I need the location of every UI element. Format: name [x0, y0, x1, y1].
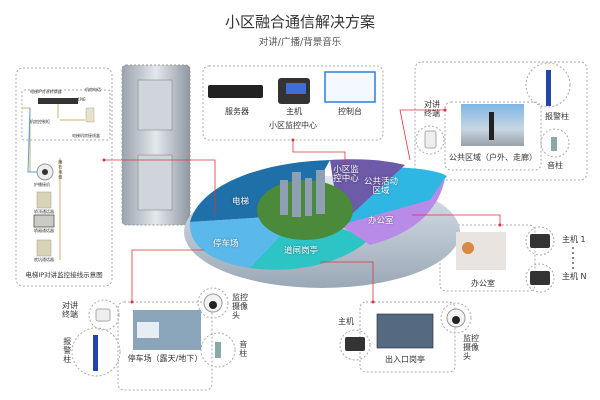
segment-office[interactable]: 办公室	[368, 216, 394, 226]
platform-graphic	[184, 159, 460, 288]
entrance-host-label: 主机	[338, 317, 354, 326]
public-speaker-label: 音柱	[547, 161, 563, 170]
elevator-label: 4PIE	[77, 97, 86, 102]
segment-public[interactable]: 公共活动区域	[363, 177, 398, 197]
elevator-label: 电梯机房接线盒	[72, 133, 100, 138]
elevator-label: 机房控制柜	[30, 119, 50, 124]
parking-terminal-label: 对讲终端	[62, 301, 78, 319]
parking-alarm-label: 报警柱	[62, 337, 72, 364]
parking-speaker-label: 音柱	[238, 340, 248, 358]
segment-elevator[interactable]: 电梯	[232, 197, 250, 207]
elevator-label: 护播接机	[34, 182, 50, 187]
connector-lines	[104, 109, 501, 302]
elevator-panel-caption: 电梯IP对讲监控接线示意图	[25, 271, 103, 279]
public-area-border	[414, 61, 588, 181]
host-last-label: 主机 N	[562, 272, 587, 281]
public-terminal-label: 对讲终端	[424, 100, 440, 118]
control-center-caption: 小区监控中心	[269, 121, 317, 130]
dots-between-hosts	[572, 247, 574, 269]
elevator-label: 随行电缆	[58, 160, 64, 180]
segment-center[interactable]: 小区监控中心	[333, 165, 359, 185]
parking-panel-border	[117, 301, 213, 391]
elevator-label: 轿顶通话器	[34, 209, 54, 214]
host-first-label: 主机 1	[562, 235, 586, 244]
elevator-label: 轿厢通话器	[34, 228, 54, 233]
page-subtitle: 对讲/广播/背景音乐	[258, 37, 342, 48]
server-label: 服务器	[225, 107, 249, 116]
segment-parking[interactable]: 停车场	[213, 239, 239, 249]
segment-gate[interactable]: 道闸岗亭	[284, 246, 319, 256]
elevator-label: 电梯IP对讲转换器	[30, 89, 62, 94]
office-caption: 办公室	[471, 279, 495, 288]
host-label: 主机	[286, 107, 302, 116]
console-label: 控制台	[338, 107, 362, 116]
elevator-label: 底坑通话器	[34, 257, 54, 262]
office-panel-border	[439, 224, 536, 292]
public-area-caption: 公共区域（户外、走廊）	[449, 153, 537, 162]
entrance-caption: 出入口岗亭	[385, 355, 425, 364]
parking-caption: 停车场（露天/地下）	[127, 354, 203, 363]
entrance-camera-label: 监控摄像头	[463, 334, 479, 361]
parking-camera-label: 监控摄像头	[232, 293, 248, 320]
page-title: 小区融合通信解决方案	[224, 13, 376, 31]
elevator-panel-border	[15, 67, 113, 287]
public-alarm-label: 报警柱	[545, 112, 569, 121]
elevator-label: 机房电话	[85, 87, 101, 92]
